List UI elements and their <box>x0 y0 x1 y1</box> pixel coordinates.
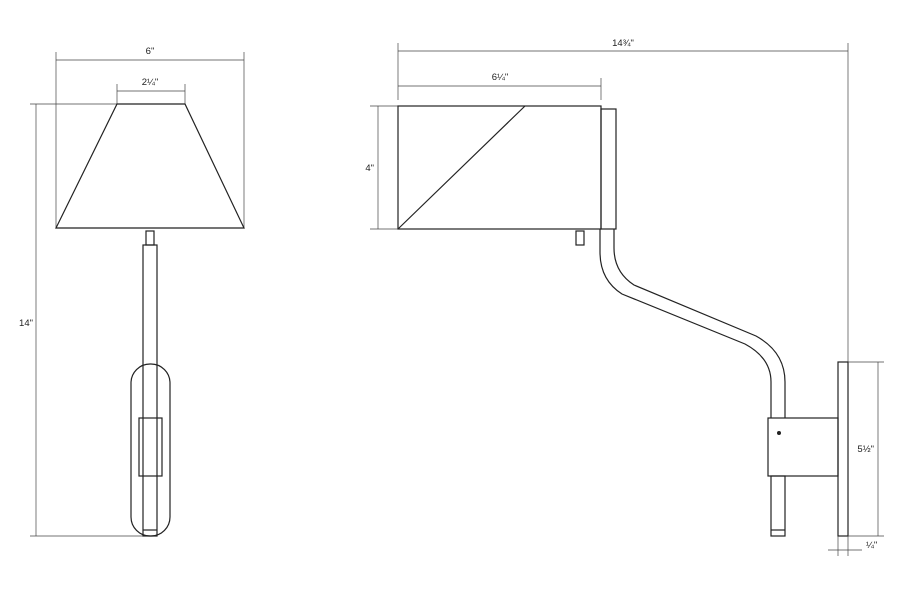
front-view: 6" 2¼" 14" <box>19 46 245 537</box>
side-shade-length-label: 6¼" <box>492 72 509 83</box>
backplate-depth-label: ¼" <box>866 540 877 551</box>
side-backplate <box>837 361 849 537</box>
side-shade-height-dimension: 4" <box>365 105 398 230</box>
backplate-height-dimension: 5½" <box>848 361 884 537</box>
side-arm <box>599 229 786 418</box>
front-height-label: 14" <box>19 318 33 329</box>
side-length-label: 14¾" <box>612 38 634 49</box>
backplate-height-label: 5½" <box>857 444 874 455</box>
side-length-dimension: 14¾" <box>397 38 849 362</box>
side-view: 14¾" 6¼" 4" <box>365 38 884 556</box>
front-height-dimension: 14" <box>19 103 150 537</box>
front-switch <box>145 230 155 246</box>
side-shade-length-dimension: 6¼" <box>398 72 602 100</box>
front-backplate <box>130 363 171 537</box>
backplate-depth-dimension: ¼" <box>828 536 877 556</box>
front-top-width-label: 2¼" <box>142 77 159 88</box>
front-width-dimension: 6" <box>55 46 245 228</box>
front-width-label: 6" <box>146 46 155 57</box>
front-stem <box>142 244 158 537</box>
side-mount-screw <box>777 431 781 435</box>
side-shade-height-label: 4" <box>365 163 374 174</box>
side-shade <box>397 105 617 230</box>
front-mount-block <box>138 417 163 477</box>
side-lower-stem <box>770 475 786 537</box>
side-mount-block <box>767 417 839 477</box>
side-switch <box>575 230 585 246</box>
front-shade <box>55 103 245 229</box>
front-top-width-dimension: 2¼" <box>116 77 186 104</box>
